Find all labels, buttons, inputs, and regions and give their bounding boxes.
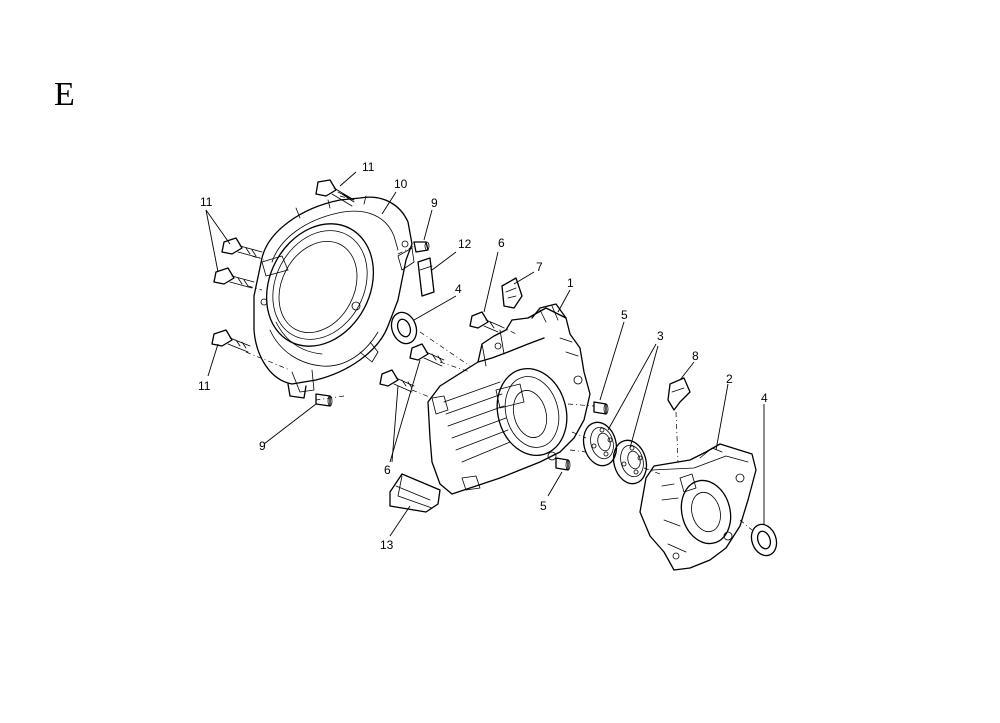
dowel-pin-5-lower: [555, 457, 571, 471]
dowel-pin-9-upper: [413, 241, 430, 253]
callout-4-right: 4: [761, 391, 768, 405]
bolt-11-mid-left: [213, 267, 255, 289]
bolt-11-lower-left: [211, 329, 251, 353]
callout-3: 3: [657, 329, 664, 343]
callout-6-top: 6: [498, 236, 505, 250]
callout-10: 10: [394, 177, 408, 191]
ball-bearing-3-left: [582, 421, 618, 467]
callout-4-left: 4: [455, 282, 462, 296]
callout-5-lower: 5: [540, 499, 547, 513]
leader-lines: [205, 171, 765, 537]
callout-9-lower: 9: [259, 439, 266, 453]
oil-seal-4-left: [390, 311, 418, 345]
bolt-6-lower: [379, 369, 415, 393]
crankcase-half: [427, 303, 591, 495]
fan-cover-housing: [253, 195, 415, 399]
callout-1: 1: [567, 276, 574, 290]
bracket-13: [389, 473, 441, 513]
bolt-11-top: [315, 179, 355, 207]
callout-6-bottom: 6: [384, 463, 391, 477]
dowel-pin-9-lower: [315, 393, 333, 407]
oil-seal-4-right: [750, 523, 778, 557]
callout-5-upper: 5: [621, 308, 628, 322]
callout-11-bottom: 11: [198, 379, 211, 393]
ball-bearing-3-right: [612, 439, 648, 485]
chain-guide-7: [501, 277, 523, 309]
bolt-6-top: [469, 311, 501, 333]
gasket-12: [417, 257, 435, 297]
callout-11-top: 11: [362, 160, 375, 174]
assembly-centerlines: [245, 195, 753, 531]
chain-guide-8: [667, 377, 691, 411]
callout-2: 2: [726, 372, 733, 386]
callout-8: 8: [692, 349, 699, 363]
callout-13: 13: [380, 538, 394, 552]
callout-labels: 11 10 11 9 12 6 7 1 4 5 3 8 2 4 11 9 6 5…: [198, 160, 768, 552]
callout-9-upper: 9: [431, 196, 438, 210]
section-letter: E: [54, 76, 75, 113]
bolt-6-mid: [409, 343, 445, 367]
bolt-11-upper-left: [221, 237, 263, 259]
callout-7: 7: [536, 260, 543, 274]
dowel-pin-5-upper: [593, 401, 609, 415]
callout-12: 12: [458, 237, 472, 251]
crankcase-half-right: [639, 443, 757, 571]
callout-11-left: 11: [200, 195, 213, 209]
